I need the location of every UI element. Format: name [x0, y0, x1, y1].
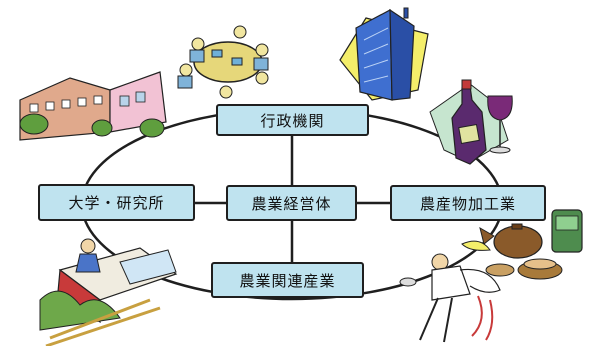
office-tower-illustration — [339, 7, 429, 101]
wine-bottle-glass-illustration — [429, 79, 513, 165]
node-farm-management: 農業経営体 — [226, 185, 357, 221]
node-agri-related-industry: 農業関連産業 — [211, 262, 364, 298]
node-university-research: 大学・研究所 — [38, 184, 195, 221]
farmer-greenhouse-illustration — [39, 238, 178, 346]
node-government: 行政機関 — [216, 104, 369, 136]
rice-planting-worker-illustration — [399, 240, 501, 343]
meeting-table-illustration — [177, 25, 269, 99]
school-building-illustration — [19, 71, 167, 141]
teapot-cups-illustration — [479, 209, 583, 280]
node-agri-processing: 農産物加工業 — [390, 185, 546, 221]
